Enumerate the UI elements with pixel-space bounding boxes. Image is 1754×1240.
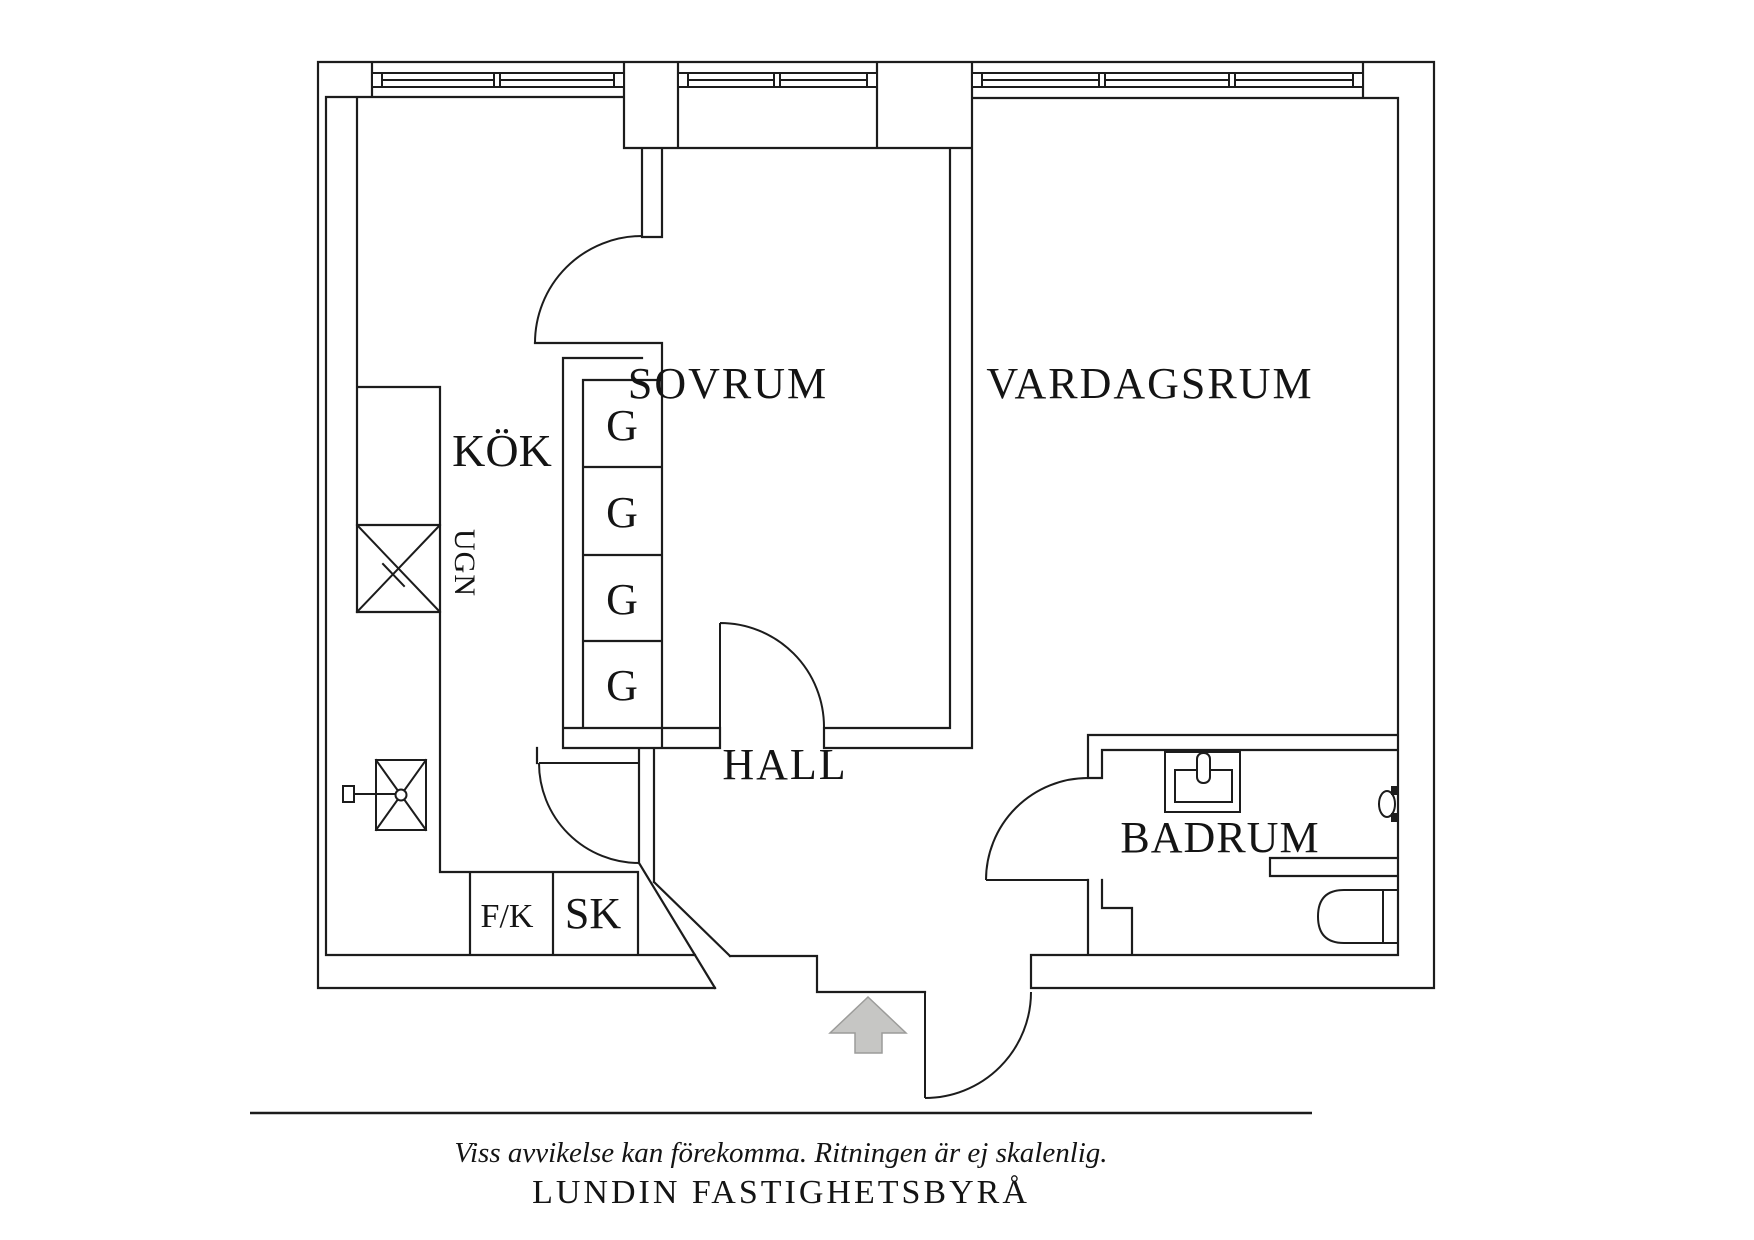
oven-label: UGN xyxy=(448,529,481,597)
room-label-bathroom: BADRUM xyxy=(1120,813,1319,862)
door-arc-bathroom xyxy=(985,777,1089,881)
closet-box: SK xyxy=(565,889,621,938)
window-kitchen xyxy=(371,72,625,88)
toilet-icon xyxy=(1316,889,1399,944)
door-arc-kitchen-bedroom-wall xyxy=(534,235,643,344)
room-kitchen: KÖK UGN xyxy=(448,425,552,597)
room-bedroom: SOVRUM xyxy=(628,359,828,408)
footer: Viss avvikelse kan förekomma. Ritningen … xyxy=(250,1111,1312,1211)
room-hall: HALL xyxy=(722,740,847,789)
door-arc-entrance xyxy=(924,991,1032,1099)
closet-label: SK xyxy=(565,889,621,938)
kitchen-sink-icon xyxy=(342,758,428,832)
wardrobe-g-1: G xyxy=(606,401,638,450)
room-label-bedroom: SOVRUM xyxy=(628,359,828,408)
window-living-room xyxy=(971,72,1364,88)
entrance-arrow-icon xyxy=(828,995,908,1054)
door-arc-kitchen-hall xyxy=(538,762,640,864)
room-label-living-room: VARDAGSRUM xyxy=(986,359,1313,408)
bathroom-sink-icon xyxy=(1164,751,1241,813)
wardrobe-column: G G G G xyxy=(606,401,638,710)
wardrobe-g-3: G xyxy=(606,575,638,624)
fridge-freezer-box: F/K xyxy=(481,898,534,935)
window-bedroom xyxy=(677,72,878,88)
toilet-paper-holder-icon xyxy=(1378,786,1399,822)
room-label-hall: HALL xyxy=(722,740,847,789)
footer-brand: LUNDIN FASTIGHETSBYRÅ xyxy=(532,1174,1030,1211)
room-label-kitchen: KÖK xyxy=(452,425,552,476)
footer-disclaimer: Viss avvikelse kan förekomma. Ritningen … xyxy=(454,1137,1107,1169)
wardrobe-g-2: G xyxy=(606,488,638,537)
fridge-freezer-label: F/K xyxy=(481,898,534,935)
door-arc-bedroom xyxy=(719,622,825,728)
wardrobe-g-4: G xyxy=(606,661,638,710)
stove-icon xyxy=(355,523,442,614)
room-bathroom: BADRUM xyxy=(1120,813,1319,862)
room-living-room: VARDAGSRUM xyxy=(986,359,1313,408)
